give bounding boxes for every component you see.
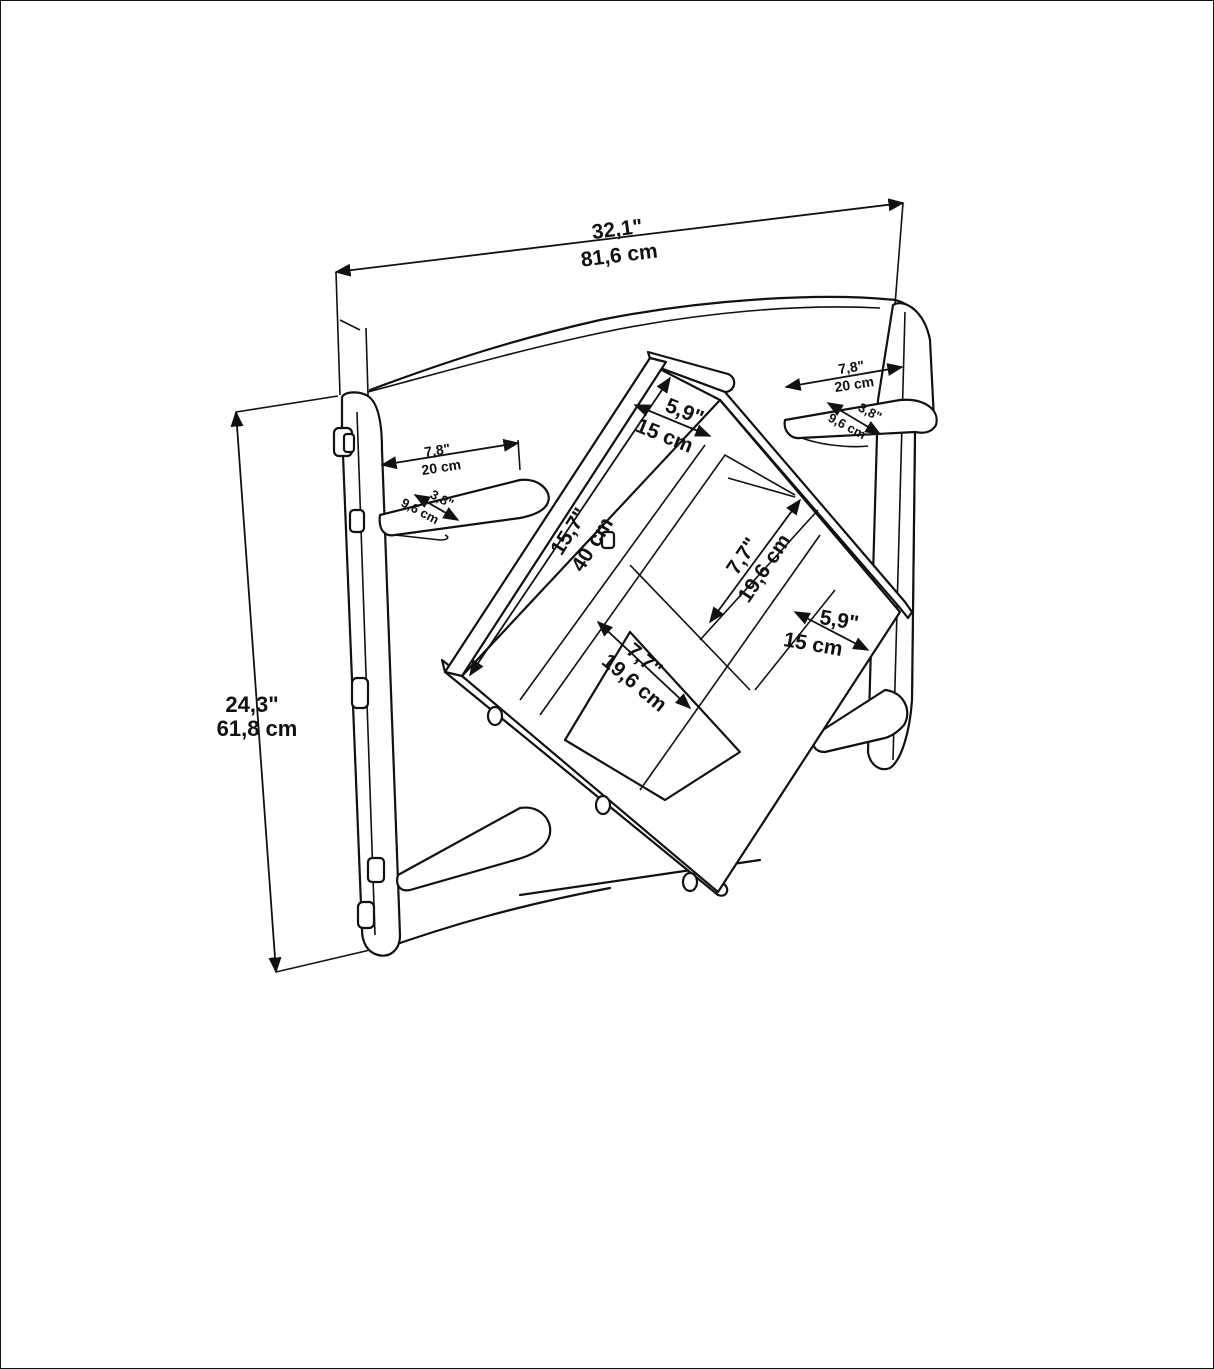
height-inch-label: 24,3" [225,692,278,717]
left-support [340,391,402,957]
side-shelf-left-lower [396,806,552,892]
left-shelf-length-cm: 20 cm [420,456,462,478]
width-cm-label: 81,6 cm [580,239,659,271]
dimension-lines [230,198,905,974]
left-shelf-length-inch: 7,8" [423,440,451,460]
width-inch-label: 32,1" [591,215,644,244]
height-cm-label: 61,8 cm [217,716,298,741]
side-shelf-right-lower [811,688,909,754]
wall-connectors [332,426,386,930]
right-shelf-length-inch: 7,8" [837,357,865,377]
right-shelf-length-cm: 20 cm [833,373,875,395]
